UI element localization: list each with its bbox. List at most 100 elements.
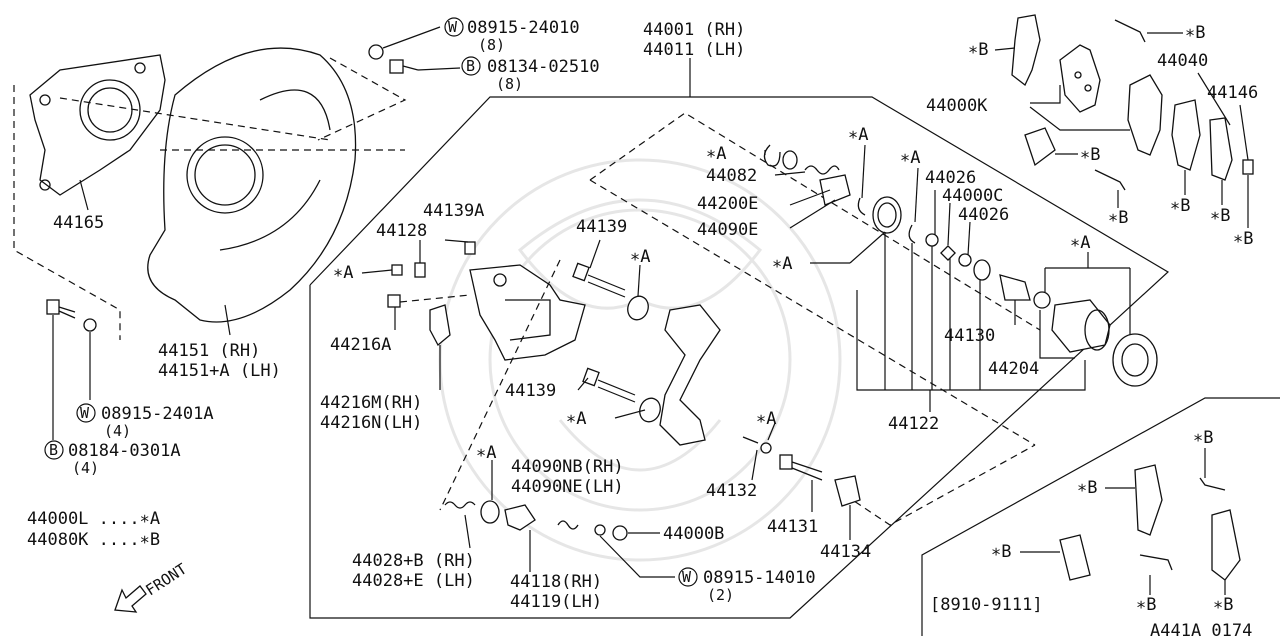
washer-08915-2401a-part — [83, 318, 97, 332]
label-44139a: 44139A — [423, 201, 484, 221]
bolt-08184-0301a-part — [46, 299, 76, 319]
label-44122: 44122 — [888, 414, 939, 434]
label-b-08134-02510: 08134-02510 — [487, 57, 600, 77]
label-star-b-3: ∗B — [1080, 145, 1100, 165]
inset-box-outline — [921, 397, 1280, 636]
piston-seal-boot — [1112, 333, 1158, 387]
ring-44082 — [782, 150, 798, 170]
washer-marker-circle-2 — [444, 17, 464, 37]
shim-44040-b — [1209, 117, 1233, 181]
label-w-08915-24010: 08915-24010 — [467, 18, 580, 38]
adapter-plate-44165 — [29, 54, 166, 196]
bolt-marker-circle-1 — [44, 440, 64, 460]
dust-shield-44151 — [147, 47, 357, 323]
label-44216n-lh: 44216N(LH) — [320, 413, 422, 433]
clip-star-b-3 — [1024, 127, 1056, 167]
label-44139-mid: 44139 — [505, 381, 556, 401]
label-44011-lh: 44011 (LH) — [643, 40, 745, 60]
label-44118-rh: 44118(RH) — [510, 572, 602, 592]
label-star-a-9: ∗A — [756, 409, 776, 429]
washer-44134 — [834, 475, 861, 507]
brake-pad-upper — [1059, 44, 1101, 113]
watermark-emblem — [438, 158, 842, 562]
label-b-08184-0301a: 08184-0301A — [68, 441, 181, 461]
washer-08915-24010-part — [368, 44, 384, 60]
caliper-bracket — [659, 304, 721, 446]
clip-star-b-2 — [1114, 19, 1146, 43]
clip-44118 — [504, 504, 536, 531]
label-44128: 44128 — [376, 221, 427, 241]
washer-marker-3: W — [682, 568, 692, 586]
inset-clip-2 — [1059, 534, 1091, 581]
guide-44130 — [999, 274, 1031, 301]
label-44132: 44132 — [706, 481, 757, 501]
label-44082: 44082 — [706, 166, 757, 186]
legend-star-b: 44080K ....∗B — [27, 530, 160, 550]
label-44028e-lh: 44028+E (LH) — [352, 571, 475, 591]
bolt-marker-2: B — [466, 57, 475, 75]
bolt-marker-1: B — [49, 441, 58, 459]
shim-star-b-1 — [1011, 14, 1041, 87]
label-star-b-7: ∗B — [1233, 229, 1253, 249]
label-44119-lh: 44119(LH) — [510, 592, 602, 612]
label-44000b: 44000B — [663, 524, 724, 544]
bleeder-44128 — [391, 262, 426, 278]
bolt-44146 — [1242, 159, 1254, 175]
clip-star-a — [760, 442, 772, 454]
label-44001-rh: 44001 (RH) — [643, 20, 745, 40]
label-star-b-1: ∗B — [968, 40, 988, 60]
label-44090nb-rh: 44090NB(RH) — [511, 457, 624, 477]
label-44028b-rh: 44028+B (RH) — [352, 551, 475, 571]
label-44000k: 44000K — [926, 96, 988, 116]
inset-clip-1 — [1199, 477, 1226, 491]
label-44000c: 44000C — [942, 186, 1003, 206]
brake-pad-lower — [1127, 74, 1163, 156]
inset-label-star-b-3: ∗B — [991, 542, 1011, 562]
label-b-08184-0301a-qty: (4) — [72, 459, 99, 477]
label-44040: 44040 — [1157, 51, 1208, 71]
label-44134: 44134 — [820, 542, 871, 562]
nut-44000b — [612, 525, 628, 541]
bolt-44131 — [779, 454, 823, 481]
label-w-08915-2401a: 08915-2401A — [101, 404, 214, 424]
spring-44090nb — [557, 520, 579, 530]
bolt-44216a — [387, 294, 401, 308]
label-44139-top: 44139 — [576, 217, 627, 237]
label-44090e: 44090E — [697, 220, 758, 240]
label-star-a-1: ∗A — [706, 144, 726, 164]
label-w-08915-24010-qty: (8) — [478, 36, 505, 54]
boot-upper — [627, 295, 649, 321]
label-star-b-5: ∗B — [1170, 196, 1190, 216]
washer-marker-circle-3 — [678, 567, 698, 587]
bolt-44139a — [464, 241, 476, 255]
label-44151-rh: 44151 (RH) — [158, 341, 260, 361]
label-44204: 44204 — [988, 359, 1039, 379]
label-star-a-2: ∗A — [772, 254, 792, 274]
label-44130: 44130 — [944, 326, 995, 346]
guide-pin-44139-upper — [572, 262, 626, 298]
boot-lower — [639, 397, 661, 423]
label-44131: 44131 — [767, 517, 818, 537]
spring-44200e — [804, 165, 840, 175]
label-44216m-rh: 44216M(RH) — [320, 393, 422, 413]
boot-44028-star-a — [480, 500, 500, 524]
inset-shim-1 — [1134, 464, 1163, 536]
label-star-a-4: ∗A — [900, 148, 920, 168]
caliper-body — [469, 264, 586, 361]
label-44165: 44165 — [53, 213, 104, 233]
inset-label-star-b-5: ∗B — [1213, 595, 1233, 615]
inset-label-star-b-2: ∗B — [1077, 478, 1097, 498]
bolt-08134-02510-part — [389, 59, 419, 74]
label-44216a: 44216A — [330, 335, 391, 355]
label-star-a-6: ∗A — [333, 263, 353, 283]
clip-star-b-4 — [1094, 169, 1126, 191]
inset-label-star-b-1: ∗B — [1193, 428, 1213, 448]
bracket-44216m — [429, 304, 451, 347]
piston-44204 — [1051, 299, 1111, 353]
pin-44132 — [742, 436, 759, 444]
inset-shim-2 — [1211, 509, 1241, 581]
front-arrow: FRONT — [114, 560, 190, 613]
washer-marker-1: W — [80, 404, 90, 422]
caliper-assembly-outline — [309, 96, 1170, 619]
